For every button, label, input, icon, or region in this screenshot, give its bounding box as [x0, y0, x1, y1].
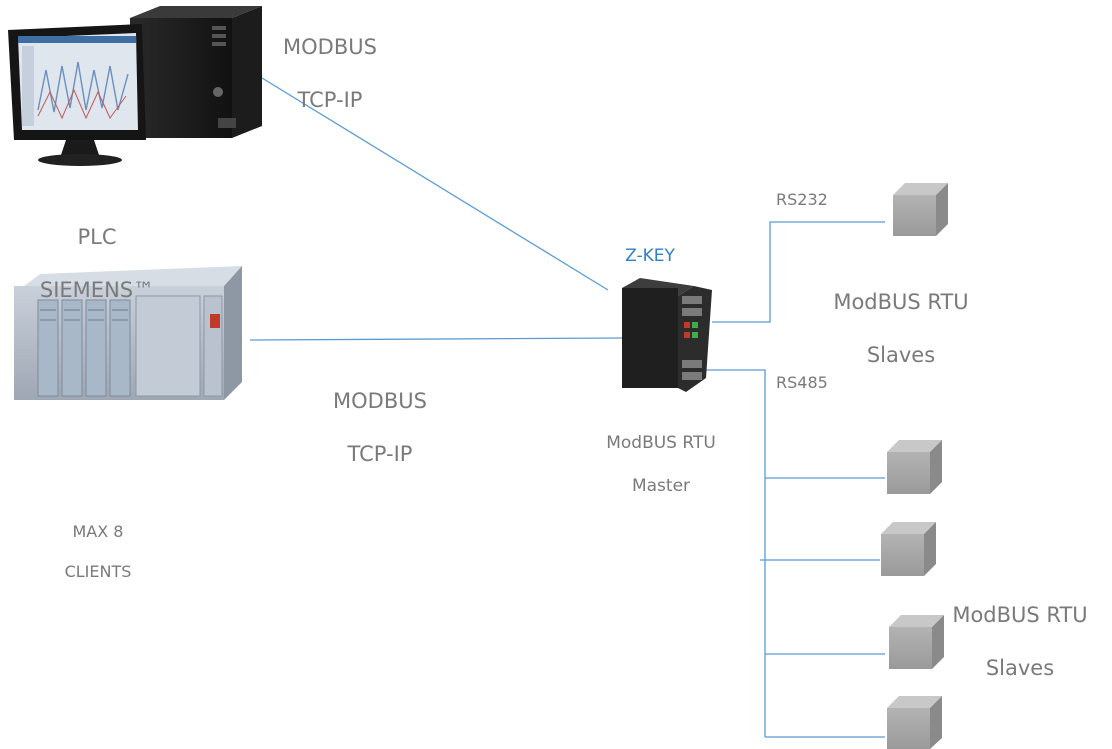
plc-line1: PLC: [77, 225, 117, 250]
slave-rs485-1: [887, 440, 942, 494]
slaves-bottom-line1: ModBUS RTU: [952, 603, 1088, 628]
device-name-label: Z-KEY: [625, 246, 675, 266]
master-line1: ModBUS RTU: [606, 433, 716, 454]
link-pc-to-zkey: [261, 77, 609, 291]
plc-protocol-line1: MODBUS: [333, 389, 427, 414]
z-key-module: [622, 278, 712, 392]
slave-rs485-2: [881, 522, 936, 576]
pc-workstation: [8, 6, 262, 166]
link-rs232: [712, 221, 885, 323]
master-line2: Master: [631, 475, 691, 496]
pc-protocol-label: MODBUS TCP-IP: [262, 8, 398, 139]
slave-rs232: [893, 183, 948, 236]
clients-line1: MAX 8: [72, 522, 124, 541]
pc-protocol-line2: TCP-IP: [297, 87, 363, 112]
rs232-label: RS232: [776, 190, 828, 209]
clients-label: MAX 8 CLIENTS: [38, 502, 158, 602]
monitor-chart-icon: [37, 61, 129, 113]
connection-lines: [249, 77, 885, 738]
slaves-top-line2: Slaves: [866, 342, 936, 367]
slaves-top-label: ModBUS RTU Slaves: [808, 263, 994, 394]
link-rs485-trunk: [706, 369, 766, 737]
slave-rs485-3: [889, 615, 944, 669]
slaves-top-line1: ModBUS RTU: [833, 290, 969, 315]
slave-rs485-4: [887, 696, 942, 749]
slaves-bottom-line2: Slaves: [985, 655, 1055, 680]
plc-line2: SIEMENS™: [39, 277, 155, 302]
slaves-bottom-label: ModBUS RTU Slaves: [930, 576, 1110, 707]
plc-protocol-label: MODBUS TCP-IP: [308, 362, 452, 493]
plc-label: PLC SIEMENS™: [12, 198, 182, 329]
pc-protocol-line1: MODBUS: [283, 35, 377, 60]
plc-protocol-line2: TCP-IP: [347, 441, 413, 466]
plc-siemens: [14, 266, 242, 400]
link-plc-to-zkey: [249, 337, 623, 341]
clients-line2: CLIENTS: [64, 562, 132, 581]
master-label: ModBUS RTU Master: [572, 412, 750, 518]
rs485-label: RS485: [776, 373, 828, 392]
